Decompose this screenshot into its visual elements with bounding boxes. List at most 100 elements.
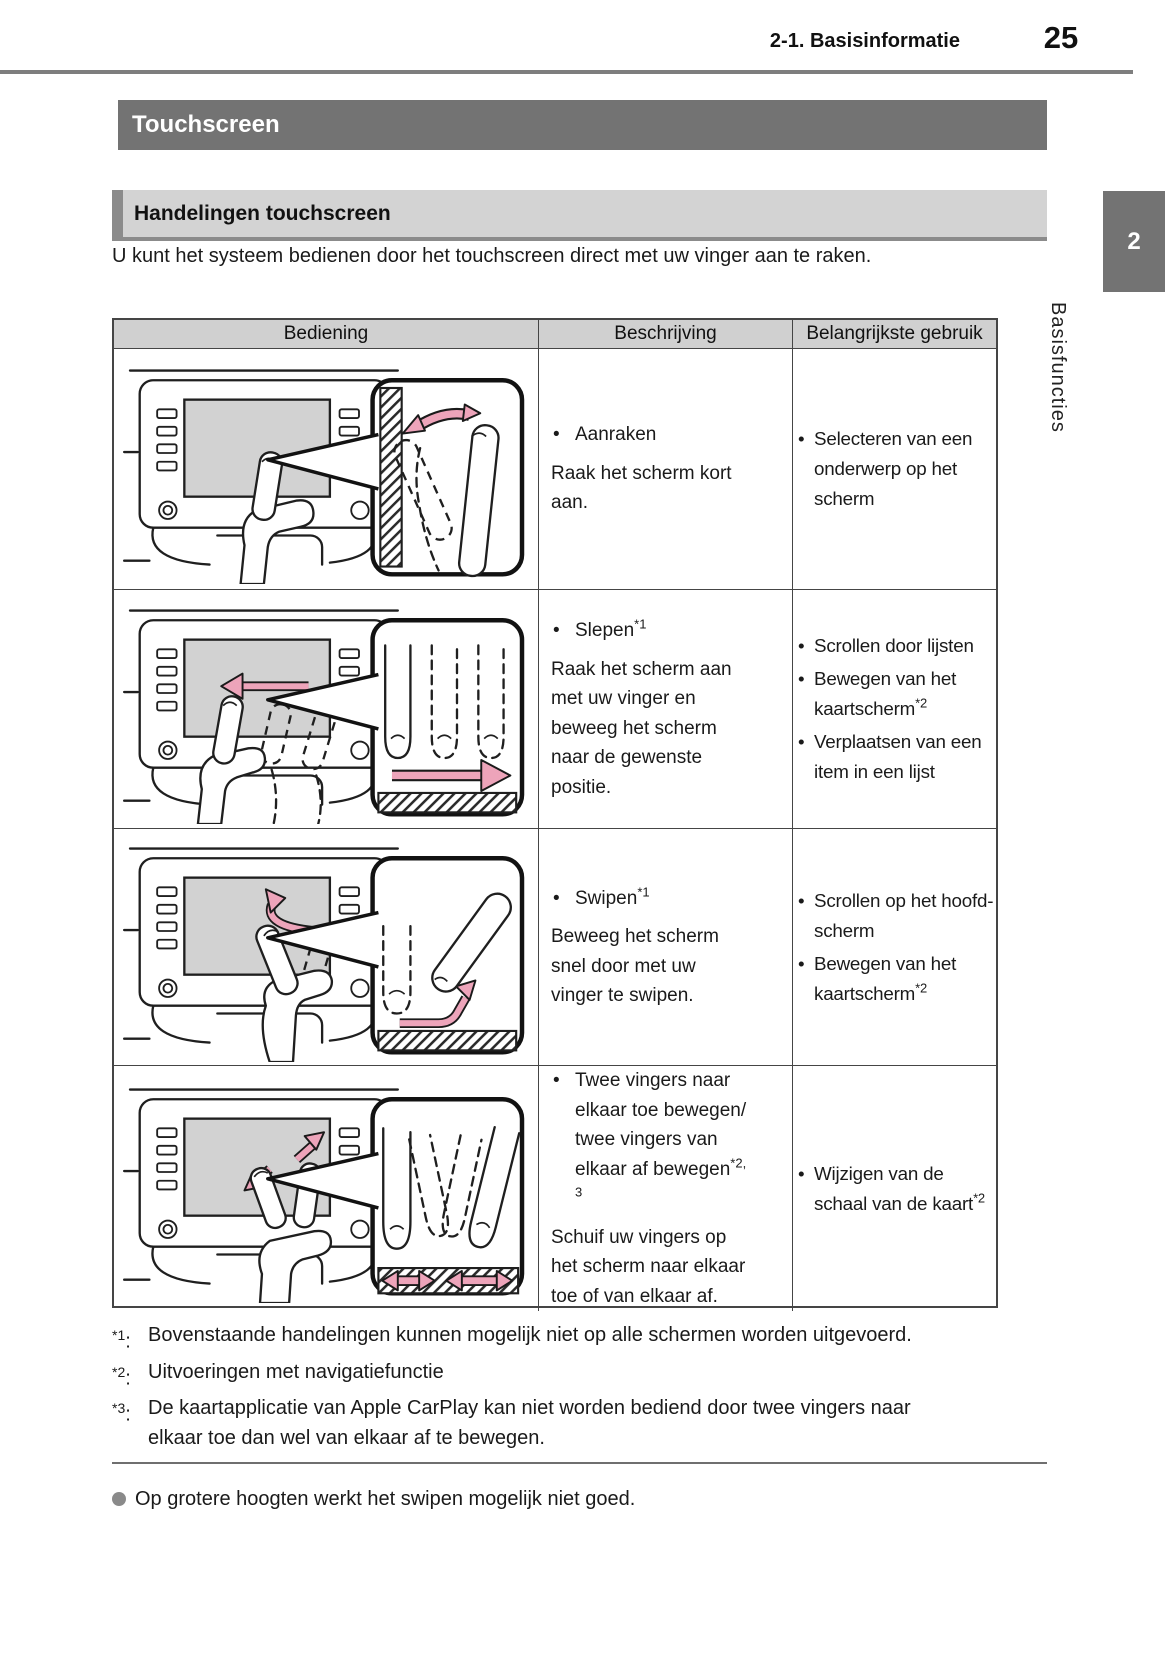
footnote-separator: :	[125, 1403, 131, 1426]
chapter-banner: Touchscreen	[118, 100, 1047, 150]
section-title: Handelingen touchscreen	[134, 202, 391, 225]
footnote-text: Bovenstaande handelingen kunnen mogelijk…	[148, 1324, 912, 1346]
footnotes: *1: Bovenstaande handelingen kunnen moge…	[112, 1320, 1012, 1453]
gesture-table: Bediening Beschrijving Belangrijkste geb…	[112, 318, 998, 1311]
usage-text: Wijzigen van de schaal van de kaart*2	[814, 1159, 994, 1219]
description-cell: • Twee vingers naar elkaar toe bewegen/ …	[538, 1066, 792, 1311]
footnote-separator: :	[125, 1330, 131, 1353]
footnote-marker-sup: *2	[112, 1363, 126, 1380]
usage-item: • Selecteren van een onderwerp op het sc…	[798, 424, 994, 514]
usage-cell: • Wijzigen van de schaal van de kaart*2	[792, 1066, 996, 1311]
usage-item: • Bewegen van het kaartscherm*2	[798, 949, 994, 1009]
bullet-icon: •	[798, 952, 805, 974]
footnote-ref: *2	[915, 980, 928, 996]
gesture-bullet-item: • Slepen*1	[551, 616, 752, 646]
illustration-cell	[114, 829, 538, 1065]
usage-text-label: Wijzigen van de schaal van de kaart	[814, 1162, 974, 1214]
page-number: 25	[1043, 20, 1079, 55]
drag-gesture-illustration	[123, 608, 531, 824]
chapter-tab: 2	[1103, 191, 1165, 292]
table-header-row: Bediening Beschrijving Belangrijkste geb…	[114, 320, 996, 348]
usage-cell: • Selecteren van een onderwerp op het sc…	[792, 349, 996, 589]
usage-text-label: Bewegen van het kaartscherm	[814, 668, 957, 719]
gesture-name: Swipen*1	[575, 884, 752, 914]
bullet-icon: •	[798, 889, 805, 911]
usage-item: • Wijzigen van de schaal van de kaart*2	[798, 1159, 994, 1219]
gesture-description: Raak het scherm kort aan.	[551, 462, 732, 514]
table-row: • Aanraken Raak het scherm kort aan. • S…	[114, 348, 996, 589]
table-row: • Slepen*1 Raak het scherm aan met uw vi…	[114, 589, 996, 828]
illustration-cell	[114, 1066, 538, 1311]
footnote-marker: *3:	[112, 1393, 148, 1453]
bullet-icon: •	[553, 620, 560, 641]
section-divider	[112, 1462, 1047, 1464]
bullet-icon: •	[553, 887, 560, 909]
gesture-name-text: Twee vingers naar elkaar toe bewegen/ tw…	[575, 1070, 747, 1180]
bullet-icon: •	[798, 668, 805, 689]
usage-text-label: Bewegen van het kaartscherm	[814, 952, 957, 1004]
footnote-marker-sup: *1	[112, 1327, 126, 1343]
usage-cell: • Scrollen op het hoofd-scherm • Bewegen…	[792, 829, 996, 1065]
gesture-name: Aanraken	[575, 420, 752, 450]
table-row: • Swipen*1 Beweeg het scherm snel door m…	[114, 828, 996, 1065]
column-header-bediening: Bediening	[283, 323, 369, 344]
breadcrumb: 2-1. Basisinformatie	[769, 30, 960, 52]
usage-text: Scrollen op het hoofd-scherm	[814, 886, 994, 946]
description-cell: • Aanraken Raak het scherm kort aan.	[538, 349, 792, 589]
footnote-ref: *1	[634, 616, 647, 632]
usage-text-label: Scrollen door lijsten	[814, 635, 974, 656]
footnote-ref: *2	[973, 1190, 985, 1206]
description-cell: • Slepen*1 Raak het scherm aan met uw vi…	[538, 590, 792, 828]
gesture-name: Slepen*1	[575, 616, 752, 646]
footnote-ref: *2, 3	[575, 1155, 747, 1200]
bullet-icon: •	[798, 635, 805, 656]
gesture-name: Twee vingers naar elkaar toe bewegen/ tw…	[575, 1066, 752, 1214]
gesture-description: Schuif uw vingers op het scherm naar elk…	[551, 1226, 746, 1307]
chapter-side-label: Basisfuncties	[1047, 302, 1069, 433]
footnote: *1: Bovenstaande handelingen kunnen moge…	[112, 1320, 1012, 1357]
swipe-gesture-illustration	[123, 846, 531, 1062]
illustration-cell	[114, 590, 538, 828]
bullet-icon: •	[553, 1070, 560, 1091]
usage-item: • Verplaatsen van een item in een lijst	[798, 727, 994, 787]
usage-text: Verplaatsen van een item in een lijst	[814, 727, 994, 787]
illustration-cell	[114, 349, 538, 589]
gesture-description: Raak het scherm aan met uw vinger en bew…	[551, 658, 732, 798]
usage-text: Scrollen door lijsten	[814, 631, 994, 661]
footnote-marker: *2:	[112, 1357, 148, 1394]
footnote-text: Uitvoeringen met navigatiefunctie	[148, 1360, 444, 1383]
usage-text-label: Selecteren van een onderwerp op het sche…	[814, 428, 973, 509]
column-header-gebruik: Belangrijkste gebruik	[792, 320, 996, 348]
gesture-bullet-item: • Aanraken	[551, 420, 752, 450]
gesture-bullet-item: • Twee vingers naar elkaar toe bewegen/ …	[551, 1066, 752, 1214]
usage-item: • Scrollen op het hoofd-scherm	[798, 886, 994, 946]
usage-text-label: Verplaatsen van een item in een lijst	[814, 731, 982, 782]
section-header: Handelingen touchscreen	[112, 190, 1047, 241]
chapter-banner-title: Touchscreen	[132, 111, 280, 138]
description-cell: • Swipen*1 Beweeg het scherm snel door m…	[538, 829, 792, 1065]
header-divider	[0, 70, 1133, 74]
chapter-tab-number: 2	[1127, 227, 1141, 255]
intro-paragraph: U kunt het systeem bedienen door het tou…	[112, 245, 872, 267]
note-bullet-icon	[112, 1492, 126, 1506]
usage-text: Bewegen van het kaartscherm*2	[814, 949, 994, 1009]
footnote-ref: *1	[637, 884, 650, 900]
footnote: *2: Uitvoeringen met navigatiefunctie	[112, 1357, 1012, 1394]
gesture-name-text: Swipen	[575, 887, 638, 909]
usage-text: Bewegen van het kaartscherm*2	[814, 664, 994, 724]
table-row: • Twee vingers naar elkaar toe bewegen/ …	[114, 1065, 996, 1311]
gesture-bullet-item: • Swipen*1	[551, 884, 752, 914]
pinch-spread-gesture-illustration	[123, 1088, 531, 1303]
usage-item: • Bewegen van het kaartscherm*2	[798, 664, 994, 724]
bullet-icon: •	[798, 428, 805, 449]
footnote: *3: De kaartapplicatie van Apple CarPlay…	[112, 1393, 1012, 1453]
bullet-icon: •	[798, 1162, 805, 1184]
footnote-ref: *2	[915, 695, 928, 711]
bullet-icon: •	[553, 424, 560, 446]
tap-gesture-illustration	[123, 368, 531, 584]
usage-cell: • Scrollen door lijsten • Bewegen van he…	[792, 590, 996, 828]
gesture-description: Beweeg het scherm snel door met uw vinge…	[551, 926, 719, 1006]
note-text: Op grotere hoogten werkt het swipen moge…	[135, 1488, 636, 1510]
gesture-name-text: Aanraken	[575, 424, 657, 446]
